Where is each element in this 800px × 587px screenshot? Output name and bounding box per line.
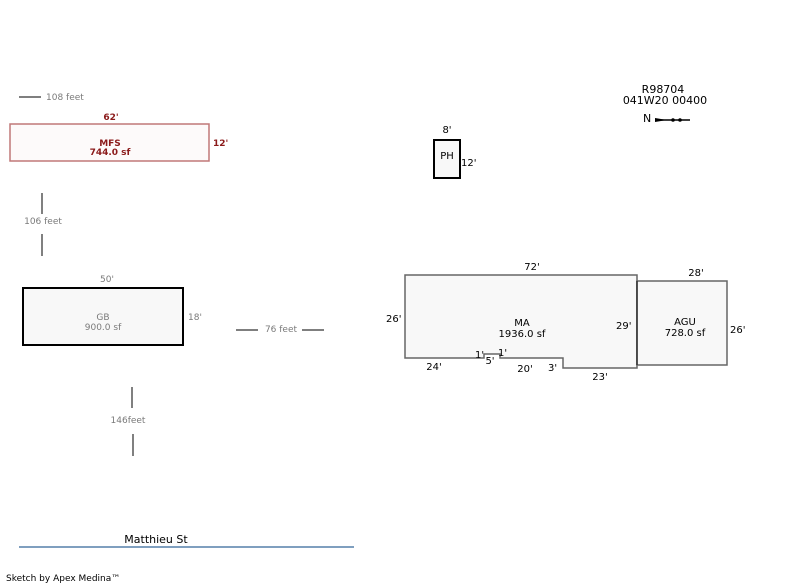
ma-right-dimension: 29' xyxy=(616,321,631,332)
agu-area: 728.0 sf xyxy=(665,328,706,339)
ph-side-dimension: 12' xyxy=(461,158,476,169)
parcel-id: R98704 xyxy=(642,83,685,96)
ma-bottom-dimension-a: 24' xyxy=(426,362,441,373)
building-agu: 28' AGU 728.0 sf 26' xyxy=(636,268,745,366)
mfs-top-dimension: 62' xyxy=(103,113,118,123)
ma-label: MA xyxy=(514,318,530,329)
building-mfs: 62' MFS 744.0 sf 12' xyxy=(9,113,228,162)
ma-left-dimension: 26' xyxy=(386,314,401,325)
ma-bottom-dimension-b: 20' xyxy=(517,364,532,375)
mfs-outline xyxy=(9,123,210,162)
street: Matthieu St xyxy=(19,533,354,548)
ph-label: PH xyxy=(440,151,454,162)
ma-jog-width: 5' xyxy=(485,356,494,367)
agu-outline xyxy=(636,280,728,366)
agu-top-dimension: 28' xyxy=(688,268,703,279)
building-ph: 8' PH 12' xyxy=(433,125,476,179)
agu-label: AGU xyxy=(674,317,696,328)
mfs-side-dimension: 12' xyxy=(213,139,228,149)
distance-gb-to-ma: 76 feet xyxy=(236,325,324,335)
distance-gb-to-street: 146feet xyxy=(111,387,146,456)
parcel-info: R98704 041W20 00400 N xyxy=(623,83,707,125)
ma-bottom-dimension-c: 23' xyxy=(592,372,607,383)
gb-top-dimension: 50' xyxy=(100,275,114,285)
ma-area: 1936.0 sf xyxy=(499,329,546,340)
gb-area: 900.0 sf xyxy=(85,323,122,333)
agu-side-dimension: 26' xyxy=(730,325,745,336)
ph-outline xyxy=(433,139,461,179)
distance-label: 106 feet xyxy=(24,217,62,227)
ma-jog-dimension-a: 1' xyxy=(475,350,484,361)
gb-label: GB xyxy=(96,313,109,323)
distance-label: 76 feet xyxy=(265,325,298,335)
distance-label: 146feet xyxy=(111,416,146,426)
street-name: Matthieu St xyxy=(124,533,188,546)
north-arrow-icon xyxy=(655,118,690,122)
map-reference: 041W20 00400 xyxy=(623,94,707,107)
gb-side-dimension: 18' xyxy=(188,313,202,323)
ma-jog-dimension-b: 1' xyxy=(498,348,507,359)
ma-step-dimension: 3' xyxy=(548,363,557,374)
north-label: N xyxy=(643,112,651,125)
distance-mfs-to-gb: 106 feet xyxy=(24,193,62,256)
distance-label: 108 feet xyxy=(46,93,84,103)
sketch-credit: Sketch by Apex Medina™ xyxy=(6,574,121,584)
mfs-label: MFS xyxy=(99,139,121,149)
distance-top-left: 108 feet xyxy=(19,93,84,103)
ma-top-dimension: 72' xyxy=(524,262,539,273)
building-ma: 72' 26' MA 1936.0 sf 29' 24' 1' 5' 1' 20… xyxy=(386,262,638,383)
building-gb: 50' GB 900.0 sf 18' xyxy=(22,275,202,346)
gb-outline xyxy=(22,287,184,346)
mfs-area: 744.0 sf xyxy=(90,148,131,158)
ph-top-dimension: 8' xyxy=(442,125,451,136)
